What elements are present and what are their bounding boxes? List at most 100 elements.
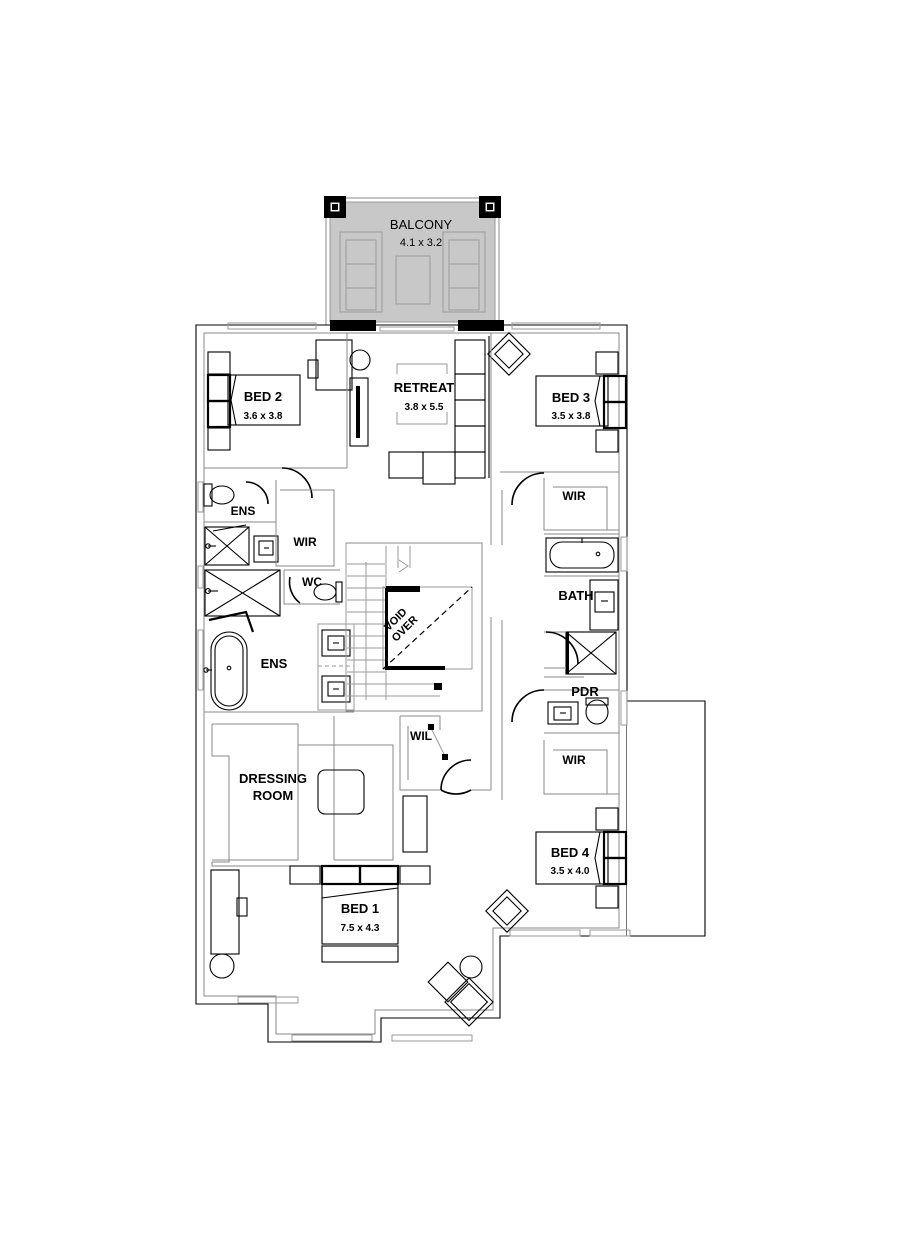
hall-door-swing-a xyxy=(440,759,472,791)
wir-bed3-walls xyxy=(543,478,619,531)
window-bed4-bottom xyxy=(509,929,581,937)
ensuite-upper: ENS xyxy=(203,480,279,566)
dressing-label-line2: ROOM xyxy=(253,788,293,803)
wil-door-leaf xyxy=(430,727,447,759)
wir-bed4-shelf xyxy=(553,749,608,794)
bed3-dimension: 3.5 x 3.8 xyxy=(552,411,591,422)
dressing-inner-c xyxy=(334,744,394,861)
bed1-dimension: 7.5 x 4.3 xyxy=(341,923,380,934)
stair-treads xyxy=(347,546,440,700)
window-bed3-top xyxy=(511,322,601,330)
bed3-side-unit-b xyxy=(602,400,628,430)
wil-door-pin-b xyxy=(442,754,448,760)
room-bath: BATH xyxy=(544,533,619,678)
wir-bed4-walls xyxy=(543,740,619,795)
room-bed1: BED 1 7.5 x 4.3 xyxy=(209,864,529,1027)
bed3-nightstand-top xyxy=(595,351,619,375)
window-openings xyxy=(197,481,631,1042)
retreat-label: RETREAT xyxy=(394,380,454,395)
balcony-door-opening xyxy=(379,326,455,332)
wir-bed3-label: WIR xyxy=(562,489,586,503)
inner-wall-face xyxy=(203,332,620,1035)
pdr-door-swing xyxy=(511,689,545,723)
balcony-pier-left-core xyxy=(332,204,338,210)
bed2-nightstand-top xyxy=(207,351,231,375)
window-bed1-bottom-b xyxy=(391,1034,473,1042)
retreat-bracket-top xyxy=(396,363,448,374)
bed2-desk xyxy=(315,339,353,391)
bed3-nightstand-bottom xyxy=(595,429,619,453)
room-wil: WIL xyxy=(399,715,448,791)
window-shower-main xyxy=(197,565,204,589)
wir-left-shelf xyxy=(280,489,335,522)
room-retreat: RETREAT 3.8 x 5.5 xyxy=(388,332,531,485)
bed1-lounge-chairs xyxy=(427,955,494,1027)
wil-top-wall xyxy=(400,715,441,730)
right-roof-extension xyxy=(627,700,706,937)
hall-cabinet xyxy=(402,795,428,853)
bed3-door-swing xyxy=(511,472,545,506)
bath-shower xyxy=(565,631,617,675)
bed4-nightstand-top xyxy=(595,807,619,831)
room-wir-bed4: WIR xyxy=(543,740,619,795)
window-bed4-bottom-b xyxy=(589,929,631,937)
wc-pan xyxy=(313,583,337,601)
window-bed1-bottom-a xyxy=(291,1034,373,1042)
void-edge-top xyxy=(386,586,420,592)
bed4-side-unit-b xyxy=(602,856,628,886)
bed1-headboard-b xyxy=(358,864,400,886)
bed4-corner-chair xyxy=(485,889,529,933)
room-ens-main: ENS xyxy=(203,623,355,713)
room-pdr: PDR xyxy=(511,684,619,734)
wir-left-walls xyxy=(275,522,335,567)
vanity-upper xyxy=(253,535,279,563)
wil-door-pin-a xyxy=(428,724,434,730)
top-pier-right xyxy=(458,320,504,331)
balcony-area: BALCONY 4.1 x 3.2 xyxy=(324,196,501,327)
bed1-nightstand-left xyxy=(289,865,321,885)
hall-door-swing-b xyxy=(440,789,472,795)
bed1-sofa-arm xyxy=(236,897,248,917)
bed2-label: BED 2 xyxy=(244,389,282,404)
room-wir-left: WIR xyxy=(275,489,335,567)
balcony-pier-right-core xyxy=(487,204,493,210)
bed2-robe xyxy=(349,377,369,447)
dressing-label-line1: DRESSING xyxy=(239,771,307,786)
bed1-round-table xyxy=(209,953,235,979)
balcony-dimension: 4.1 x 3.2 xyxy=(400,237,442,249)
retreat-unit-7 xyxy=(422,451,456,485)
bath-label: BATH xyxy=(558,588,593,603)
retreat-dimension: 3.8 x 5.5 xyxy=(405,402,444,413)
window-bath xyxy=(620,536,628,572)
bed2-door-swing xyxy=(281,467,313,499)
room-wc: WC xyxy=(283,569,343,605)
window-bed1-lower-left xyxy=(237,996,299,1004)
bed1-bench xyxy=(321,945,399,963)
bed4-pillow-edge xyxy=(594,831,601,885)
wc-toilet-upper xyxy=(203,483,235,507)
dressing-island xyxy=(317,769,365,815)
wir-bed4-label: WIR xyxy=(562,753,586,767)
bath-vanity xyxy=(589,579,619,631)
shower-main xyxy=(204,569,281,633)
top-wall-openings xyxy=(227,320,601,332)
vanity-double-ens-main xyxy=(317,623,355,711)
pdr-vanity xyxy=(547,701,579,725)
bed4-nightstand-bottom xyxy=(595,885,619,909)
bathtub-ens-main xyxy=(203,631,248,711)
void-edge-left xyxy=(385,588,388,669)
wil-walls xyxy=(399,716,440,791)
balcony-furniture xyxy=(339,231,486,313)
ens-main-label: ENS xyxy=(261,656,288,671)
bed2-side-unit-b xyxy=(206,399,232,429)
shower-upper xyxy=(204,526,250,566)
wil-label: WIL xyxy=(410,729,432,743)
retreat-bracket-bottom xyxy=(396,412,448,425)
room-bed4: BED 4 3.5 x 4.0 xyxy=(535,807,628,909)
central-hall-walls xyxy=(402,472,503,853)
bed1-pillow-edge xyxy=(321,887,399,899)
dressing-inner-a xyxy=(212,745,299,861)
pdr-label: PDR xyxy=(571,684,599,699)
void-diagonal xyxy=(382,586,473,670)
wir-left-label: WIR xyxy=(293,535,317,549)
